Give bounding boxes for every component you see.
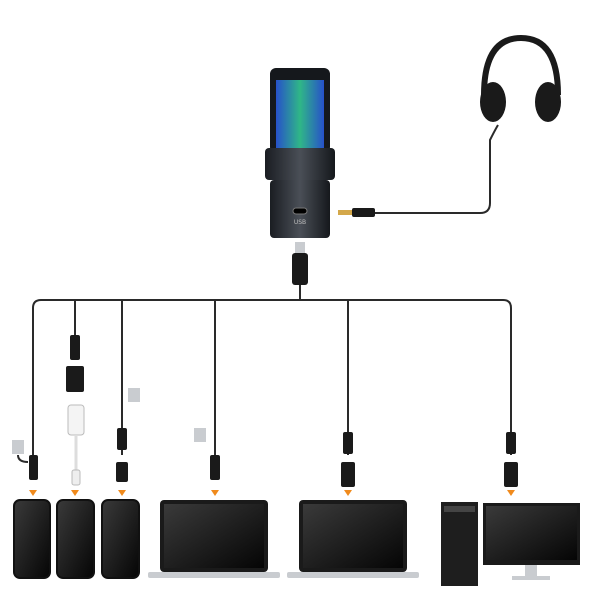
desktop-computer [441,502,580,586]
arrow-down-icons [29,490,515,496]
audio-jack-icon [338,210,352,215]
adapters [12,335,518,487]
headphones-icon [480,34,561,122]
usb-c-plug-icon [292,253,308,285]
usb-c-adapter-icon [116,462,128,482]
monitor-icon [483,503,580,580]
smartphone-icon [101,499,140,579]
usb-a-plug-icon [12,440,24,454]
usb-a-adapter-icon [66,366,84,392]
cable-network [32,124,512,455]
smartphone-icon [13,499,51,579]
usb-a-plug-icon [128,388,140,402]
usb-port-label: USB [294,219,306,226]
lightning-adapter-icon [67,404,85,436]
laptops [148,500,419,578]
laptop-icon [287,500,419,578]
usb-c-plug-icon [29,455,38,480]
laptop-icon [148,500,280,578]
smartphones [13,499,140,579]
desktop-tower-icon [441,502,478,586]
smartphone-icon [56,499,95,579]
microphone: USB [265,68,375,285]
